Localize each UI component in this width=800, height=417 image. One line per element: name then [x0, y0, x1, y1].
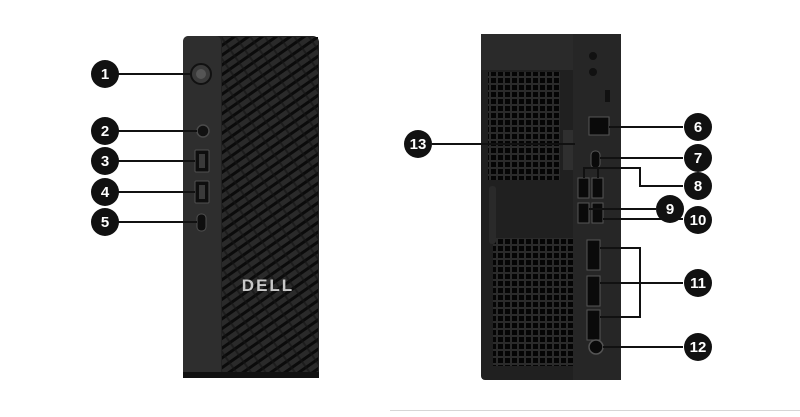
callout-number: 5: [101, 214, 109, 231]
callout-number: 1: [101, 66, 109, 83]
callout-number: 3: [101, 153, 109, 170]
callout-number: 10: [690, 212, 707, 229]
callout-badge-13: 13: [404, 130, 432, 158]
displayport-icon: [586, 309, 601, 341]
callout-badge-7: 7: [684, 144, 712, 172]
callout-number: 7: [694, 150, 702, 167]
callout-number: 12: [690, 339, 707, 356]
callout-badge-8: 8: [684, 172, 712, 200]
callout-number: 8: [694, 178, 702, 195]
rear-upper-vent: [488, 72, 560, 180]
callout-badge-12: 12: [684, 333, 712, 361]
usb-a-port-icon: [577, 177, 590, 199]
usb-a-port-icon: [591, 177, 604, 199]
callout-badge-9: 9: [656, 195, 684, 223]
dell-logo: DELL: [242, 276, 294, 295]
callout-number: 13: [410, 136, 427, 153]
power-icon: [196, 69, 206, 79]
ethernet-port-icon: [588, 116, 610, 136]
displayport-icon: [586, 239, 601, 271]
rear-lower-vent: [493, 238, 573, 366]
callout-badge-5: 5: [91, 208, 119, 236]
callout-badge-2: 2: [91, 117, 119, 145]
displayport-icon: [586, 275, 601, 307]
front-view: DELL: [183, 36, 319, 378]
callout-number: 9: [666, 201, 674, 218]
screw-icon: [589, 52, 597, 60]
callout-badges: 1 2 3 4 5 6 7 8: [91, 60, 712, 361]
leader-line: [583, 167, 683, 187]
usb-a-port-tongue: [199, 185, 205, 199]
callout-number: 4: [101, 184, 110, 201]
power-connector-icon: [588, 339, 604, 355]
usb-c-port-icon: [196, 213, 207, 232]
lock-slot-icon: [605, 90, 610, 102]
usb-a-port-tongue: [199, 154, 205, 168]
rear-top-bracket: [481, 34, 573, 70]
front-base: [183, 372, 319, 378]
callout-number: 11: [690, 275, 706, 292]
front-grille: [222, 37, 318, 377]
usb-a-port-icon: [577, 202, 590, 224]
front-port-strip: [183, 36, 221, 378]
callout-badge-11: 11: [684, 269, 712, 297]
callout-number: 2: [101, 123, 109, 140]
callout-badge-10: 10: [684, 206, 712, 234]
rear-view: [481, 34, 621, 380]
screw-icon: [589, 68, 597, 76]
usb-a-port-icon: [591, 202, 604, 224]
callout-badge-1: 1: [91, 60, 119, 88]
cable-clip: [489, 186, 496, 244]
callout-badge-6: 6: [684, 113, 712, 141]
callout-badge-3: 3: [91, 147, 119, 175]
audio-jack-icon: [196, 124, 210, 138]
callout-number: 6: [694, 119, 702, 136]
callout-badge-4: 4: [91, 178, 119, 206]
usb-c-port-icon: [590, 150, 601, 169]
expansion-slot-cover: [563, 130, 573, 170]
floor-line: [390, 410, 800, 411]
